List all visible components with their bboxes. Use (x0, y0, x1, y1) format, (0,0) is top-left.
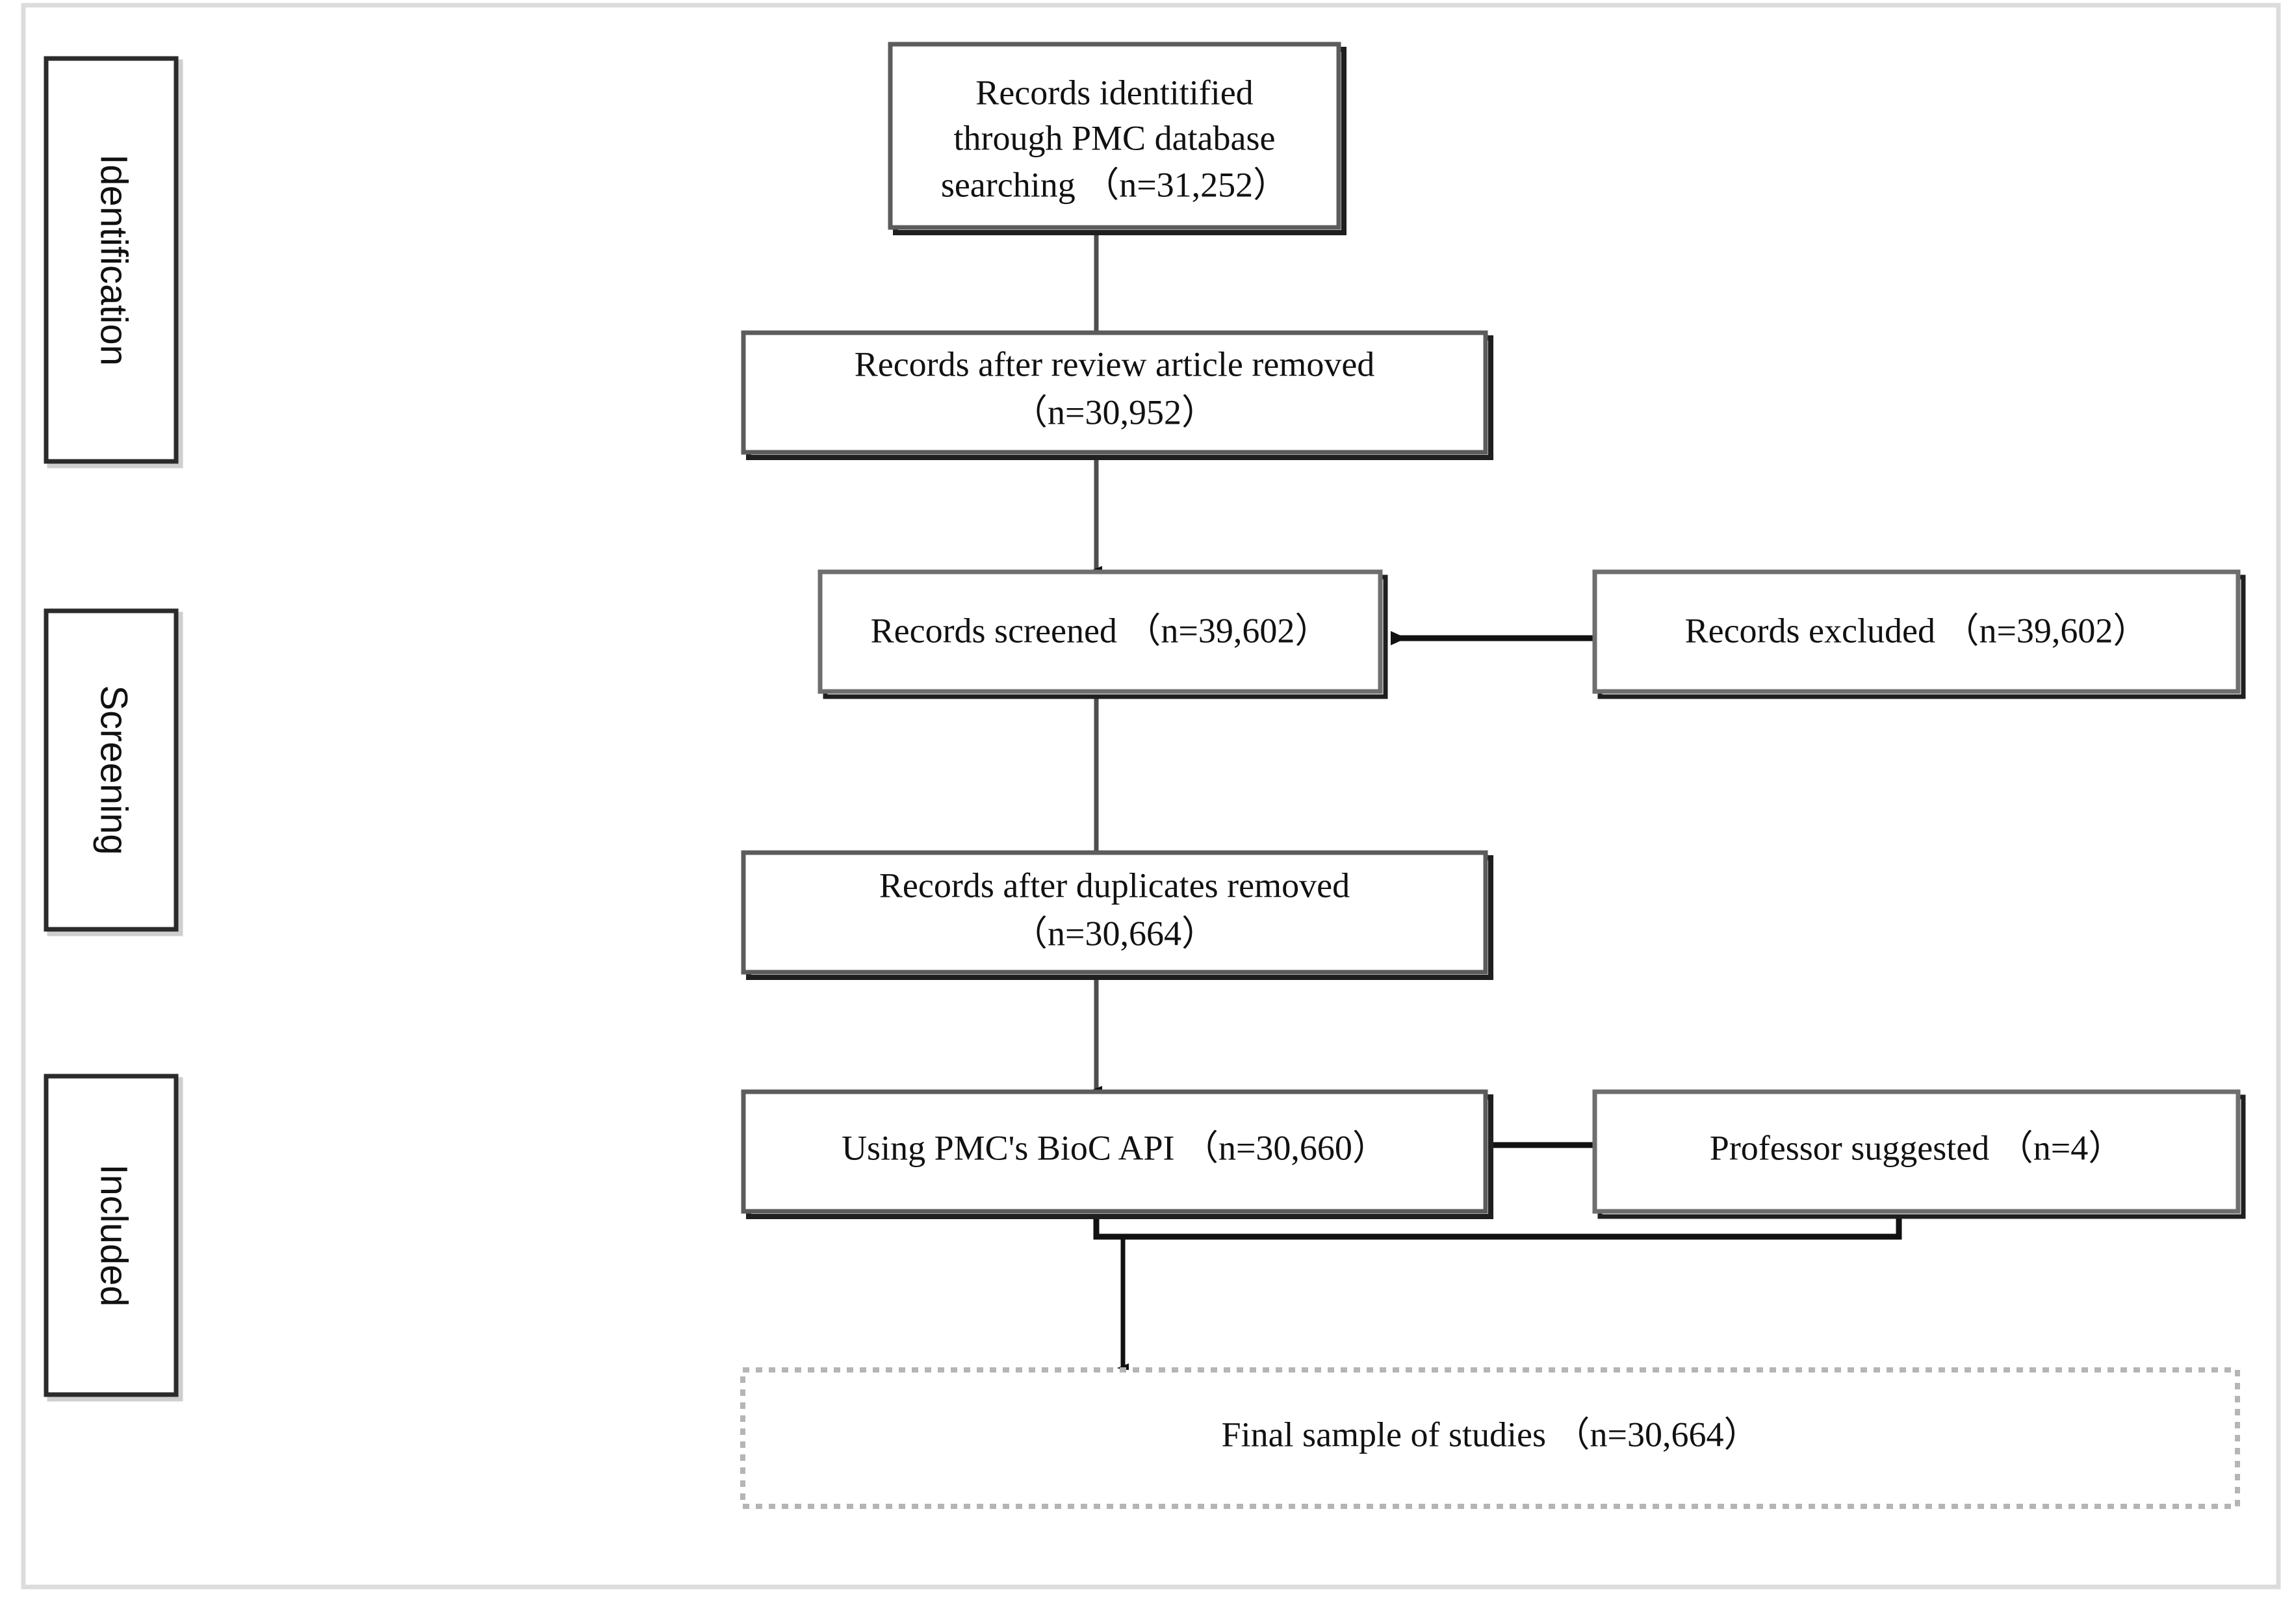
node-records-screened[interactable]: Records screened （n=39,602） (818, 569, 1388, 699)
stage-label-included-text: Included (93, 1164, 135, 1306)
figure-outer-frame (21, 3, 2281, 1590)
node-review-removed-line-1: Records after review article removed (855, 344, 1375, 383)
node-records-excluded-line-1: Records excluded （n=39,602） (1685, 611, 2148, 650)
node-records-identified-line-3: searching （n=31,252） (941, 165, 1288, 204)
node-bioc-api-line-1: Using PMC's BioC API （n=30,660） (842, 1128, 1387, 1167)
stage-label-identification: Identification (44, 56, 183, 469)
node-professor-suggested-line-1: Professor suggested （n=4） (1710, 1128, 2123, 1167)
stage-label-identification-text: Identification (93, 154, 135, 366)
stage-label-included: Included (44, 1074, 183, 1402)
node-final-sample-line-1: Final sample of studies （n=30,664） (1222, 1415, 1759, 1454)
node-records-identified-line-1: Records identitified (975, 73, 1253, 112)
node-final-sample-of-studies[interactable]: Final sample of studies （n=30,664） (740, 1367, 2240, 1509)
node-duplicates-removed-line-2: （n=30,664） (1012, 914, 1217, 953)
node-records-identified[interactable]: Records identitified through PMC databas… (888, 42, 1347, 235)
node-duplicates-removed-line-1: Records after duplicates removed (879, 866, 1350, 905)
node-professor-suggested[interactable]: Professor suggested （n=4） (1592, 1089, 2246, 1219)
node-review-removed-line-2: （n=30,952） (1012, 393, 1217, 432)
stage-label-screening-text: Screening (93, 685, 135, 855)
node-records-after-duplicates-removed[interactable]: Records after duplicates removed （n=30,6… (741, 850, 1493, 980)
stage-label-screening: Screening (44, 608, 183, 936)
node-records-excluded[interactable]: Records excluded （n=39,602） (1592, 569, 2246, 699)
node-records-screened-line-1: Records screened （n=39,602） (871, 611, 1330, 650)
node-using-pmc-bioc-api[interactable]: Using PMC's BioC API （n=30,660） (741, 1089, 1493, 1219)
node-records-identified-line-2: through PMC database (954, 118, 1276, 157)
node-records-after-review-article-removed[interactable]: Records after review article removed （n=… (741, 330, 1493, 460)
